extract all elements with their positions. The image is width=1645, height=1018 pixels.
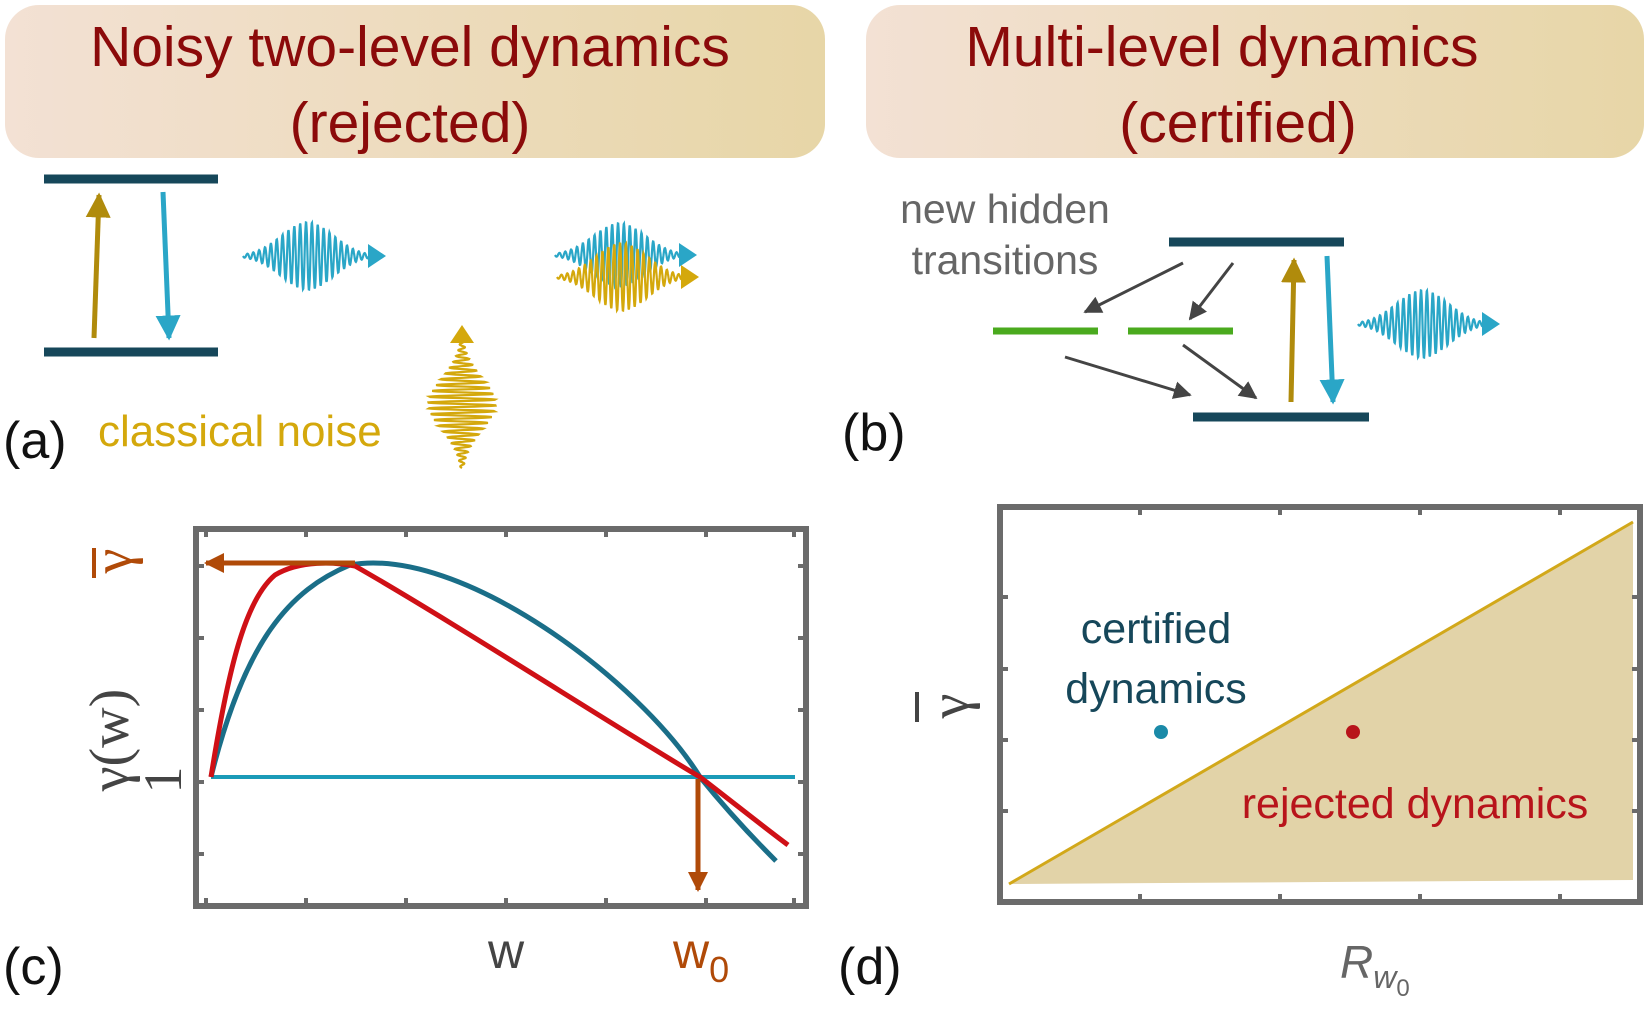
emission-arrow (155, 191, 181, 341)
panel-d-label: (d) (838, 938, 902, 996)
hidden-transition-arrow (1064, 355, 1192, 399)
x-axis-label: w (487, 923, 525, 979)
absorption-arrow (1281, 257, 1307, 403)
y-tick-one: 1 (133, 767, 193, 794)
blue-curve (208, 560, 778, 863)
blue-wave-packet-icon (242, 219, 386, 293)
y-axis-label: γ (919, 694, 981, 720)
hidden-transition-arrow (1188, 262, 1235, 321)
w0-label-sub: 0 (709, 949, 729, 990)
panel-a-label: (a) (3, 412, 67, 470)
rejected-point (1346, 725, 1360, 739)
x-axis-label-sub1: w (1373, 959, 1398, 995)
panel-b: Multi-level dynamics (certified) new hid… (842, 5, 1644, 462)
x-axis-label: Rw0 (1340, 936, 1410, 1002)
hidden-transitions-line1: new hidden (900, 186, 1110, 232)
panel-a: Noisy two-level dynamics (rejected) (a) … (3, 5, 825, 470)
panel-b-title-line1: Multi-level dynamics (965, 15, 1478, 79)
certified-point (1154, 725, 1168, 739)
x-axis-label-sub2: 0 (1396, 975, 1409, 1002)
classical-noise-label: classical noise (98, 407, 382, 456)
hidden-transitions-line2: transitions (912, 237, 1099, 283)
tick-marks (1000, 507, 1640, 902)
plot-frame (193, 526, 809, 909)
plot-frame (997, 504, 1643, 905)
panel-b-title-line2: (certified) (1119, 91, 1357, 155)
hidden-transition-arrow (1182, 343, 1258, 400)
panel-a-title-banner (5, 5, 825, 158)
panel-c-label: (c) (3, 938, 64, 996)
gold-noise-wave-icon (425, 325, 499, 469)
emission-arrow (1319, 255, 1345, 405)
panel-a-title-line2: (rejected) (290, 91, 531, 155)
certified-label-line1: certified (1081, 605, 1232, 653)
w0-label: w0 (672, 923, 729, 990)
x-axis-label-main: R (1340, 936, 1373, 988)
rejected-label: rejected dynamics (1242, 780, 1589, 828)
boundary-line (1008, 520, 1634, 886)
panel-a-title-line1: Noisy two-level dynamics (90, 15, 730, 79)
y-axis-label: γ(w) (79, 689, 141, 792)
blue-wave-packet-icon (1357, 287, 1500, 361)
absorption-arrow (85, 192, 111, 339)
mixed-wave-packet-icon (554, 220, 699, 314)
panel-b-label: (b) (842, 404, 906, 462)
panel-b-title-banner (866, 5, 1644, 158)
gamma-bar-label: γ (82, 549, 144, 575)
panel-d: certified dynamics rejected dynamics γ R… (838, 504, 1643, 1002)
red-curve (208, 560, 790, 848)
certified-label-line2: dynamics (1065, 665, 1247, 713)
panel-c: γ γ(w) 1 w w0 (c) (3, 526, 809, 996)
w0-label-main: w (672, 923, 710, 979)
hidden-transition-arrow (1083, 261, 1184, 314)
tick-marks (196, 529, 806, 906)
